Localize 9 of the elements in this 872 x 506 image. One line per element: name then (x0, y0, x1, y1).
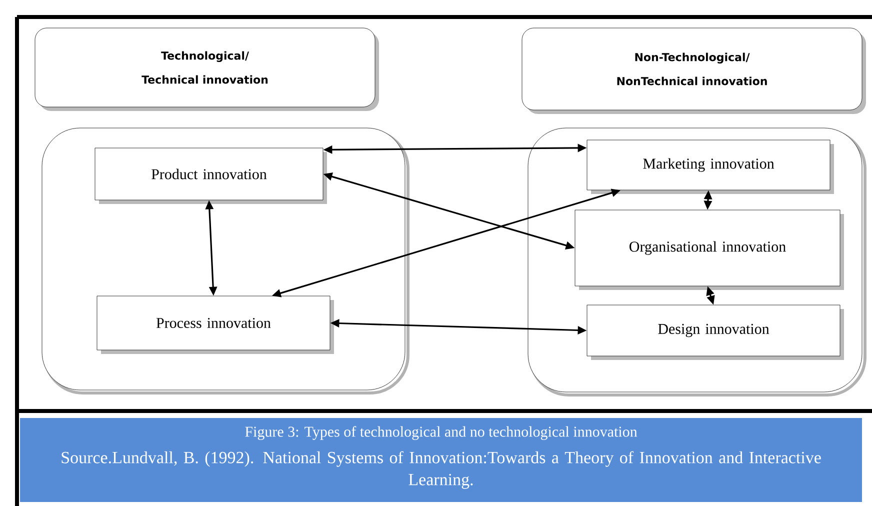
process-box: Marketing innovation (586, 140, 834, 194)
process-box: Process innovation (96, 296, 334, 354)
source-note: Source.Lundvall, B. (1992). National Systems of Innovation:Towards a Theory of Innovation and Interactive Learning. (62, 451, 821, 489)
process-box: Product innovation (94, 148, 327, 204)
header-box: Non-Technological/ NonTechnical innovation (522, 28, 866, 114)
caption: Figure 3: Types of technological and no technological innovation (245, 426, 638, 440)
process-box: Design innovation (586, 304, 844, 360)
header-box: Technological/ Technical innovation (34, 28, 379, 111)
process-box: Organisational innovation (574, 210, 844, 290)
